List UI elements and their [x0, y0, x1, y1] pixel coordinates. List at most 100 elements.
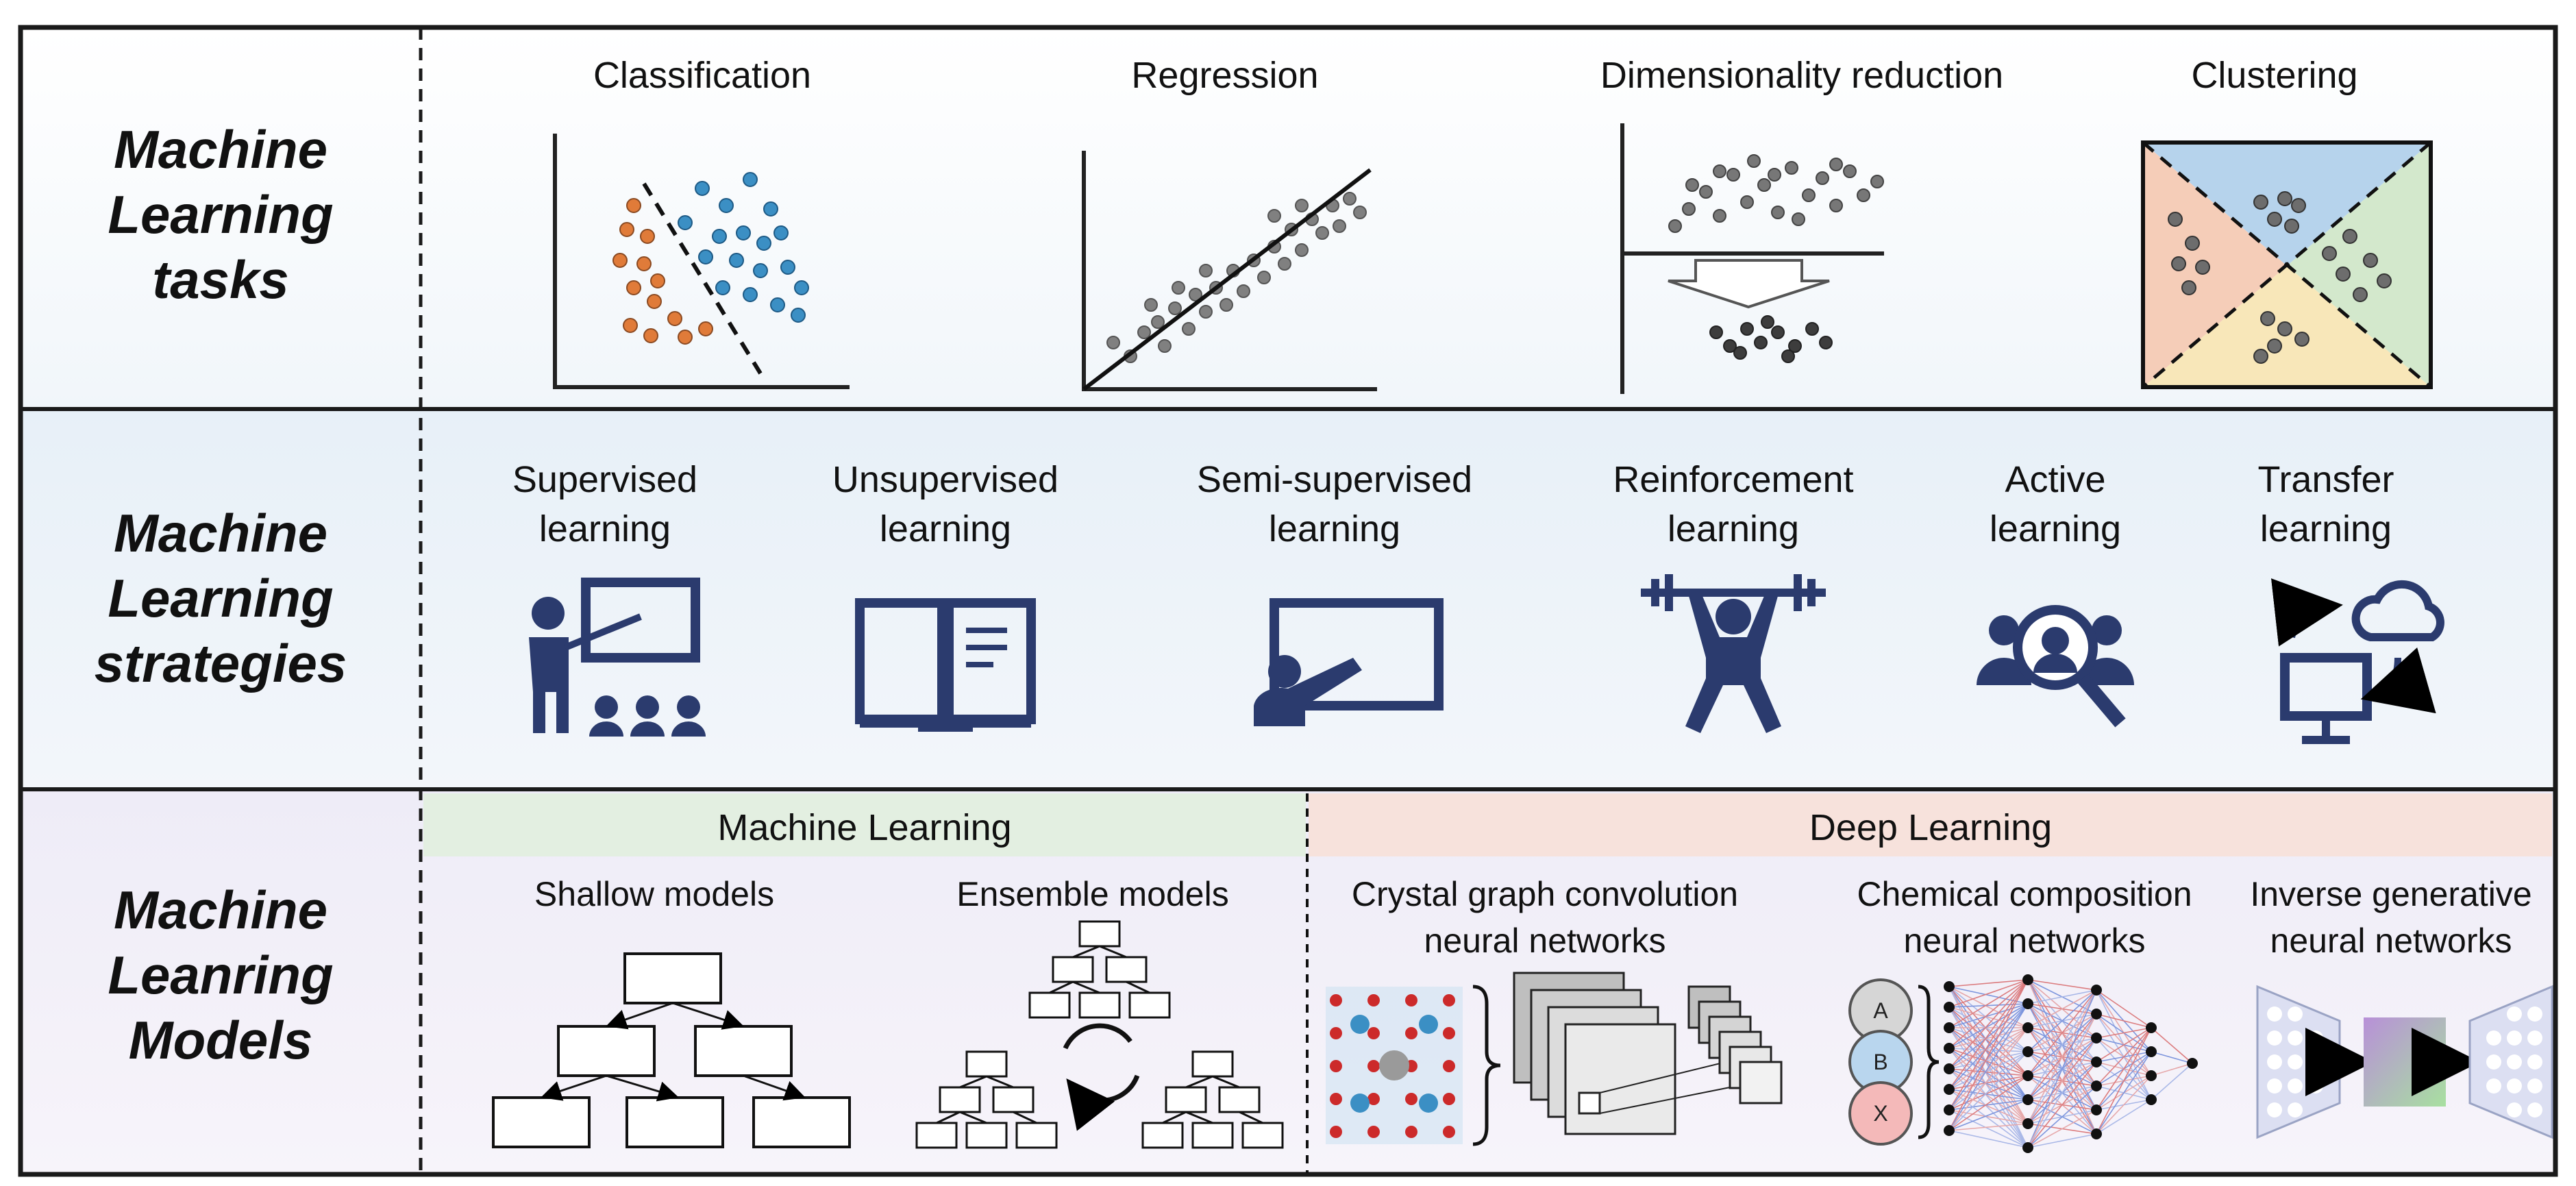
orange-point [640, 229, 655, 244]
ensemble-tree-top-node [1052, 956, 1094, 983]
blue-point [791, 308, 806, 323]
clustering-plot [2141, 140, 2433, 389]
decoder-unit [2507, 1078, 2522, 1094]
regression-point [1343, 192, 1357, 206]
nn-edge [1948, 979, 2029, 1049]
nn-edge [2096, 1027, 2152, 1039]
decoder-unit [2507, 1102, 2522, 1117]
ensemble-trees-diagram [915, 920, 1284, 1149]
nn-edge [1948, 1075, 2029, 1131]
nn-edge [1948, 1003, 2029, 1090]
nn-edge [2096, 1027, 2152, 1063]
shallow-tree-diagram [492, 952, 851, 1148]
nn-edge [2096, 1051, 2152, 1135]
strategy-active-line1: Active [2005, 459, 2105, 500]
nn-neuron [2091, 1057, 2102, 1067]
group-search-icon [1977, 605, 2134, 728]
nn-neuron [2146, 1094, 2157, 1105]
atom-blue [1350, 1094, 1370, 1113]
nn-edge [2027, 1133, 2097, 1148]
decoder-unit [2527, 1078, 2542, 1094]
row-title-strategies-3: strategies [95, 633, 347, 693]
ensemble-tree-left-node [965, 1050, 1008, 1078]
classification-plot [553, 134, 850, 389]
row-title-strategies-1: Machine [114, 503, 327, 563]
strategy-transfer-line1: Transfer [2257, 459, 2394, 500]
cluster-point [2185, 236, 2200, 251]
regression-point [1158, 339, 1172, 353]
cluster-point [2377, 273, 2392, 288]
high-dim-point [1668, 219, 1682, 233]
nn-edge [2027, 989, 2097, 1004]
strategy-supervised-line1: Supervised [512, 459, 697, 500]
ensemble-tree-top-edge [1072, 980, 1100, 994]
ensemble-tree-right-node [1191, 1050, 1234, 1078]
nn-edge [2027, 1085, 2097, 1148]
orange-point [643, 328, 658, 343]
atom-blue [1419, 1094, 1438, 1113]
nn-neuron [2146, 1070, 2157, 1081]
nn-neuron [1944, 1084, 1955, 1095]
blue-point [756, 236, 771, 251]
atom-red [1443, 1126, 1455, 1138]
nn-edge [1948, 1068, 2029, 1100]
nn-edge [1948, 1099, 2029, 1131]
nn-neuron [2022, 1142, 2033, 1153]
cluster-point [2336, 267, 2351, 282]
atom-red [1367, 1126, 1380, 1138]
row-title-tasks-2: Learning [108, 184, 333, 245]
nn-edge [1948, 1130, 2029, 1148]
nn-neuron [2022, 1094, 2033, 1105]
encoder-unit [2267, 1030, 2282, 1046]
nn-edge [1948, 1027, 2029, 1049]
nn-edge [1948, 1109, 2029, 1148]
nn-edge [1948, 979, 2029, 1070]
cluster-point [2195, 260, 2210, 275]
ensemble-tree-right-node [1241, 1122, 1284, 1149]
nn-edge [1948, 979, 2029, 1111]
nn-edge [1948, 1027, 2029, 1100]
encoder-unit [2288, 1102, 2303, 1117]
nn-edge [2027, 1109, 2097, 1148]
nn-edge [2096, 1099, 2152, 1135]
cluster-point [2277, 321, 2292, 336]
high-dim-point [1757, 178, 1771, 192]
strategy-supervised-line2: learning [539, 508, 671, 549]
nn-edge [2027, 979, 2097, 991]
nn-edge [1948, 1027, 2029, 1076]
high-dim-point [1726, 168, 1740, 182]
nn-edge [1948, 1003, 2029, 1131]
decoder-unit [2486, 1054, 2501, 1070]
ensemble-tree-left-node [965, 1122, 1008, 1149]
cgcnn-line2: neural networks [1424, 922, 1666, 960]
blue-point [695, 181, 710, 196]
crystal-graph-cnn-diagram [1326, 972, 1783, 1146]
row-title-models-2: Leanring [108, 945, 333, 1005]
orange-point [647, 294, 662, 309]
high-dim-point [1843, 164, 1857, 178]
low-dim-point [1805, 322, 1819, 336]
atom-blue [1350, 1015, 1370, 1034]
nn-edge [2151, 1063, 2193, 1076]
ensemble-tree-top-node [1078, 991, 1121, 1019]
nn-neuron [2091, 1033, 2102, 1043]
atom-red [1330, 1126, 1342, 1138]
high-dim-point [1685, 178, 1699, 192]
cgcnn-line1: Crystal graph convolution [1352, 875, 1738, 913]
blue-point [736, 225, 751, 240]
strategy-transfer-line2: learning [2260, 508, 2392, 549]
atom-red [1330, 1060, 1342, 1072]
ensemble-tree-top-node [1105, 956, 1148, 983]
nn-edge [1948, 1027, 2029, 1124]
low-dim-point [1709, 325, 1723, 339]
atom-red [1367, 1027, 1380, 1039]
atom-red [1367, 994, 1380, 1006]
task-classification-label: Classification [593, 55, 811, 96]
weightlifter-icon [1641, 574, 1826, 733]
low-dim-point [1781, 349, 1795, 363]
cluster-point [2363, 253, 2378, 268]
nn-neuron [2022, 974, 2033, 985]
atom-center [1379, 1050, 1409, 1080]
cluster-point [2284, 219, 2299, 234]
nn-edge [1948, 1027, 2029, 1131]
